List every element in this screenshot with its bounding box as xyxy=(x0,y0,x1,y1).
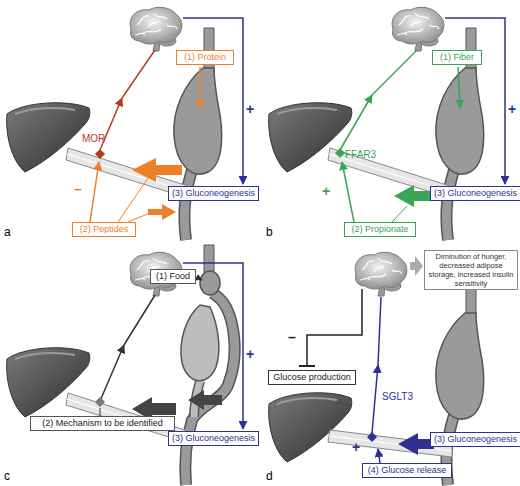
thick-arrow xyxy=(398,433,434,455)
thick-arrow xyxy=(410,256,423,276)
sign-symbol: – xyxy=(288,330,296,344)
afferent-signal xyxy=(124,295,155,345)
inhibition-arrow xyxy=(90,162,99,222)
panel-letter: c xyxy=(4,470,10,482)
input-box: (1) Fiber xyxy=(432,50,482,65)
box-text: (3) Gluconeogenesis xyxy=(434,188,517,199)
inhibition-bar xyxy=(299,365,315,367)
thick-arrow xyxy=(188,390,222,410)
receptor-diamond xyxy=(335,148,345,158)
box-text: (2) Mechanism to be identified xyxy=(34,418,171,429)
input-box: (1) Protein xyxy=(176,50,234,65)
input-box: (1) Food xyxy=(150,269,196,284)
leader-line xyxy=(100,408,101,416)
efferent-signal xyxy=(445,18,505,184)
receptor-label: SGLT3 xyxy=(382,392,413,402)
panel-letter: a xyxy=(4,226,11,238)
thick-arrow xyxy=(394,185,432,207)
receptor-label: FFAR3 xyxy=(345,150,376,160)
box-text: (3) Gluconeogenesis xyxy=(172,433,255,444)
panel-b xyxy=(269,7,505,240)
thick-arrow xyxy=(148,204,176,220)
panel-c xyxy=(7,245,243,485)
box-text: (4) Glucose release xyxy=(366,465,448,476)
afferent-signal xyxy=(372,365,378,433)
afferent-signal xyxy=(378,297,381,365)
signal-box: (2) Peptides xyxy=(72,222,136,237)
leader-line xyxy=(118,178,150,222)
gastric-pouch xyxy=(200,271,220,295)
box-text: (1) Food xyxy=(154,271,192,282)
intake-arrow xyxy=(196,277,202,280)
afferent-signal xyxy=(122,50,155,98)
process-box: (4) Glucose release xyxy=(362,463,452,478)
intake-arrow xyxy=(199,67,201,108)
sign-symbol: + xyxy=(246,347,254,361)
sign-symbol: + xyxy=(322,184,330,198)
receptor-diamond xyxy=(367,432,377,442)
signal-box: (2) Propionate xyxy=(344,222,416,237)
process-box: (3) Gluconeogenesis xyxy=(168,431,259,446)
process-box: Glucose production xyxy=(268,370,356,385)
box-text: (1) Protein xyxy=(180,52,230,63)
receptor-diamond xyxy=(95,397,105,407)
box-text: (2) Propionate xyxy=(348,224,412,235)
panel-letter: d xyxy=(266,470,273,482)
outcome-box: Diminution of hunger, decreased adipose … xyxy=(424,250,518,290)
box-text: Glucose production xyxy=(272,372,352,383)
box-text: (2) Peptides xyxy=(76,224,132,235)
process-box: (3) Gluconeogenesis xyxy=(168,186,259,201)
efferent-signal xyxy=(183,263,243,429)
sign-symbol: + xyxy=(352,440,360,454)
sign-symbol: + xyxy=(246,102,254,116)
leader-line xyxy=(392,206,407,222)
process-box: (3) Gluconeogenesis xyxy=(430,186,520,201)
box-text: (3) Gluconeogenesis xyxy=(434,434,517,445)
box-text: (3) Gluconeogenesis xyxy=(172,188,255,199)
efferent-signal xyxy=(183,18,243,184)
thick-arrow xyxy=(132,158,182,182)
panel-letter: b xyxy=(266,226,273,238)
sign-symbol: + xyxy=(508,102,516,116)
process-box: (3) Gluconeogenesis xyxy=(430,432,520,447)
brain xyxy=(355,252,407,296)
remnant-stomach xyxy=(181,305,219,381)
receptor-diamond xyxy=(95,149,105,159)
afferent-signal xyxy=(372,50,417,95)
panel-a xyxy=(7,7,243,240)
sign-symbol: – xyxy=(74,182,82,196)
liver xyxy=(269,393,352,462)
box-text: (1) Fiber xyxy=(436,52,478,63)
release-arrow xyxy=(378,449,380,463)
receptor-label: MOR xyxy=(82,134,105,144)
inhibition-line xyxy=(307,289,362,366)
box-text: Diminution of hunger, decreased adipose … xyxy=(428,252,514,288)
afferent-signal xyxy=(340,95,372,150)
afferent-signal xyxy=(100,345,124,401)
brain xyxy=(130,7,182,51)
signal-box: (2) Mechanism to be identified xyxy=(30,416,175,431)
activation-arrow xyxy=(342,162,354,222)
intake-arrow xyxy=(458,67,460,108)
brain xyxy=(392,7,444,51)
